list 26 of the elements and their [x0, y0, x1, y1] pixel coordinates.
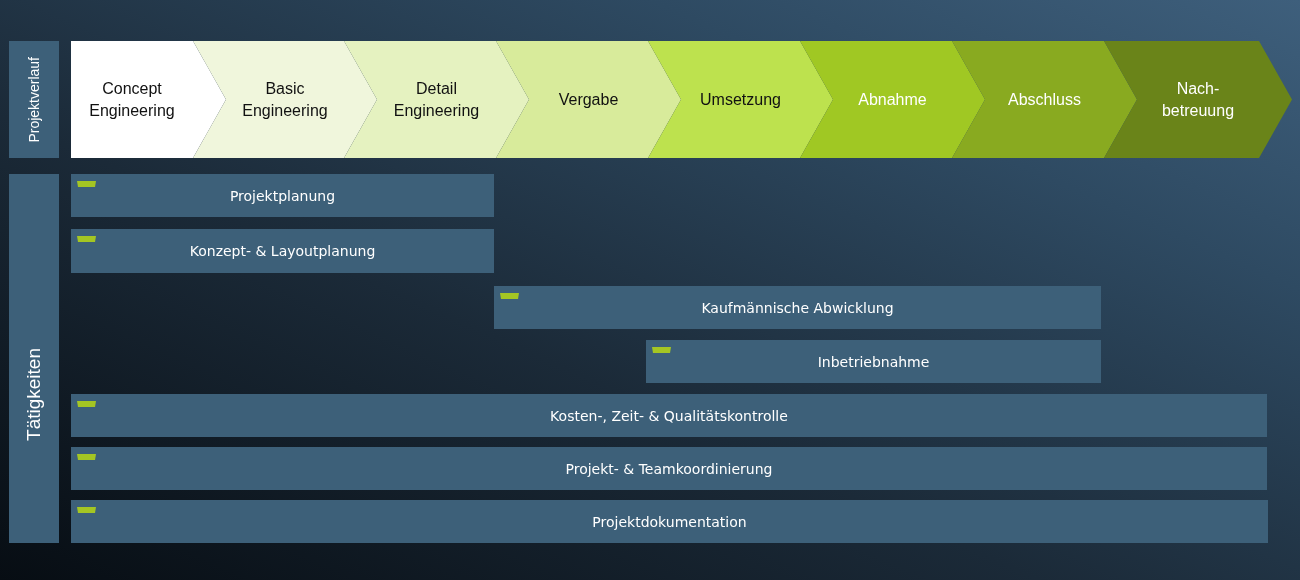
activity-bar — [71, 394, 1267, 437]
activity-bar — [71, 229, 494, 273]
row-header-panel — [9, 174, 59, 543]
phase-label: Detail Engineering — [392, 78, 481, 121]
activity-bar — [494, 286, 1101, 329]
activity-bar — [646, 340, 1101, 383]
activity-label: Projektdokumentation — [592, 513, 747, 530]
phase-label: Umsetzung — [700, 89, 781, 110]
phase-label: Abnahme — [858, 89, 927, 110]
row-header-panel — [9, 41, 59, 158]
activity-label: Kaufmännische Abwicklung — [701, 299, 894, 316]
activity-bar — [71, 500, 1268, 543]
activity-label: Konzept- & Layoutplanung — [189, 243, 376, 259]
row-header-label: Projektverlauf — [26, 56, 42, 143]
activity-bar — [71, 174, 494, 217]
row-header-label: Tätigkeiten — [23, 348, 45, 441]
phase-label: Concept Engineering — [88, 78, 176, 121]
activity-bar — [71, 447, 1267, 490]
activity-label: Kosten-, Zeit- & Qualitätskontrolle — [550, 407, 788, 424]
activity-label: Inbetriebnahme — [817, 353, 930, 370]
phase-label: Abschluss — [1008, 89, 1081, 110]
activity-label: Projektplanung — [229, 187, 336, 204]
phase-label: Nach- betreuung — [1160, 78, 1236, 121]
phase-label: Vergabe — [558, 89, 619, 110]
activity-label: Projekt- & Teamkoordinierung — [565, 460, 773, 477]
phase-label: Basic Engineering — [241, 78, 329, 121]
